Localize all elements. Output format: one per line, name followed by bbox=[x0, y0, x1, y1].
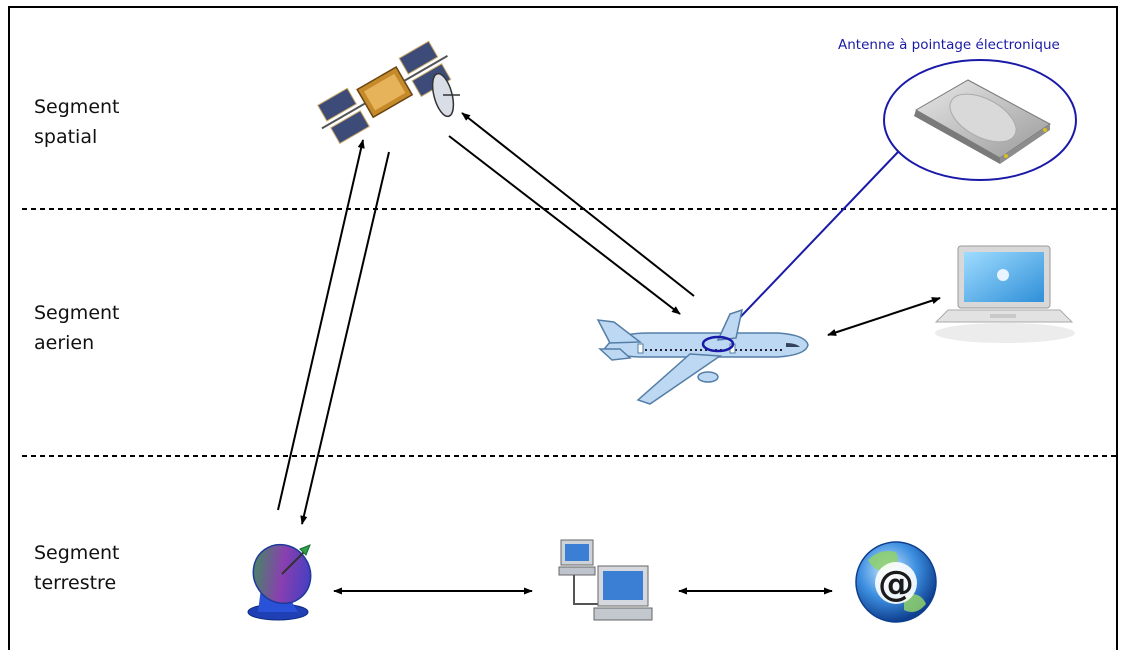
flat-panel-antenna-icon bbox=[914, 79, 1051, 164]
antenna-caption: Antenne à pointage électronique bbox=[838, 37, 1060, 53]
airplane-antenna-marker bbox=[701, 335, 735, 353]
antenna-callout bbox=[727, 59, 1077, 331]
arrow-airplane-to-satellite bbox=[461, 112, 695, 297]
ground-dish-icon bbox=[247, 543, 312, 621]
svg-text:@: @ bbox=[878, 564, 914, 605]
segment-label-spatial: Segment spatial bbox=[34, 96, 120, 148]
segment-label-aerien: Segment aerien bbox=[34, 302, 120, 354]
arrow-satellite-to-dish bbox=[300, 151, 390, 525]
callout-pointer bbox=[727, 151, 899, 331]
arrow-airplane-laptop bbox=[827, 297, 941, 336]
laptop-icon bbox=[934, 245, 1075, 343]
diagram-frame bbox=[8, 6, 1118, 650]
airplane-icon bbox=[596, 308, 809, 405]
internet-globe-icon: @ bbox=[855, 541, 937, 623]
arrow-satellite-to-airplane bbox=[448, 135, 681, 315]
satellite-icon bbox=[317, 40, 460, 145]
network-computers-icon bbox=[558, 539, 653, 621]
segment-label-terrestre: Segment terrestre bbox=[34, 542, 120, 594]
arrow-dish-to-satellite bbox=[277, 139, 365, 511]
